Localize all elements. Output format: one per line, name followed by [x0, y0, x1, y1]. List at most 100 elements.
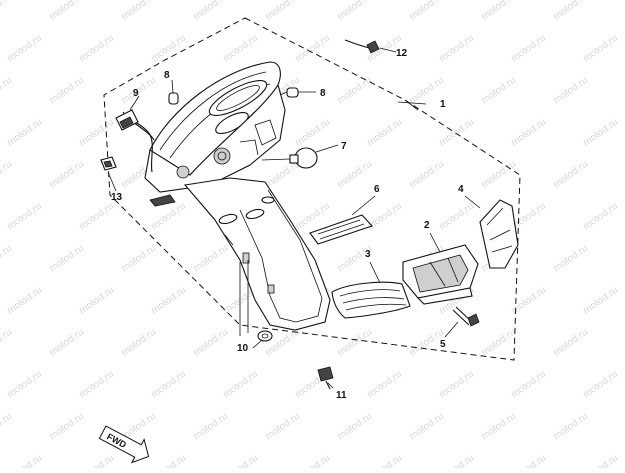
watermark-text: motod.ru — [47, 327, 86, 359]
bulb-7 — [261, 147, 318, 169]
lens-6 — [309, 214, 373, 245]
watermark-text: motod.ru — [77, 285, 116, 317]
watermark-text: motod.ru — [581, 33, 620, 65]
watermark-text: motod.ru — [47, 0, 86, 22]
watermark-text: motod.ru — [581, 369, 620, 401]
watermark-text: motod.ru — [407, 0, 446, 22]
watermark-text: motod.ru — [365, 453, 404, 468]
watermark-text: motod.ru — [551, 327, 590, 359]
watermark-text: motod.ru — [479, 159, 518, 191]
watermark-text: motod.ru — [479, 411, 518, 443]
watermark-text: motod.ru — [293, 453, 332, 468]
watermark-text: motod.ru — [479, 327, 518, 359]
watermark-text: motod.ru — [581, 453, 620, 468]
watermark-text: motod.ru — [77, 201, 116, 233]
screw-5 — [452, 306, 480, 327]
watermark-text: motod.ru — [0, 411, 14, 443]
watermark-text: motod.ru — [5, 33, 44, 65]
callout-11: 11 — [336, 390, 347, 401]
watermark-text: motod.ru — [365, 369, 404, 401]
watermark-text: motod.ru — [335, 159, 374, 191]
watermark-text: motod.ru — [5, 201, 44, 233]
bulb-8-right — [279, 87, 299, 98]
callout-4: 4 — [458, 184, 464, 195]
watermark-text: motod.ru — [509, 33, 548, 65]
callout-7: 7 — [341, 141, 347, 152]
callout-6: 6 — [374, 184, 380, 195]
watermark-text: motod.ru — [0, 0, 14, 22]
watermark-text: motod.ru — [119, 0, 158, 22]
watermark-text: motod.ru — [5, 117, 44, 149]
bulb-8-left — [168, 92, 179, 105]
watermark-text: motod.ru — [365, 117, 404, 149]
watermark-text: motod.ru — [365, 201, 404, 233]
watermark-text: motod.ru — [509, 453, 548, 468]
watermark-text: motod.ru — [47, 159, 86, 191]
callout-5: 5 — [440, 339, 446, 350]
callout-8-right: 8 — [320, 88, 326, 99]
watermark-text: motod.ru — [77, 117, 116, 149]
watermark-text: motod.ru — [191, 0, 230, 22]
lens-4 — [479, 199, 519, 269]
callout-12: 12 — [396, 48, 408, 59]
callout-9: 9 — [133, 88, 139, 99]
lamp-2 — [402, 244, 479, 305]
watermark-text: motod.ru — [191, 411, 230, 443]
watermark-text: motod.ru — [221, 33, 260, 65]
assembly-boundary — [103, 17, 521, 361]
watermark-text: motod.ru — [149, 285, 188, 317]
watermark-text: motod.ru — [551, 243, 590, 275]
callout-8-left: 8 — [164, 70, 170, 81]
watermark-text: motod.ru — [47, 243, 86, 275]
watermark-text: motod.ru — [509, 369, 548, 401]
watermark-text: motod.ru — [407, 411, 446, 443]
watermark-text: motod.ru — [149, 33, 188, 65]
watermark-text: motod.ru — [581, 117, 620, 149]
watermark-text: motod.ru — [0, 75, 14, 107]
watermark-text: motod.ru — [77, 453, 116, 468]
watermark-text: motod.ru — [221, 453, 260, 468]
grommet-10 — [257, 330, 273, 342]
watermark-text: motod.ru — [221, 369, 260, 401]
callouts: 1 2 3 4 5 6 7 8 8 9 10 11 12 13 — [111, 48, 464, 401]
watermark-text: motod.ru — [581, 201, 620, 233]
clip-13 — [100, 156, 117, 171]
watermark-text: motod.ru — [509, 117, 548, 149]
watermark-text: motod.ru — [5, 453, 44, 468]
watermark-text: motod.ru — [407, 159, 446, 191]
watermark-text: motod.ru — [0, 243, 14, 275]
leader-lines — [107, 47, 481, 389]
watermark-text: motod.ru — [551, 75, 590, 107]
watermark-text: motod.ru — [149, 369, 188, 401]
watermark-text: motod.ru — [551, 159, 590, 191]
watermark-text: motod.ru — [191, 327, 230, 359]
watermark-text: motod.ru — [149, 453, 188, 468]
screw-12 — [344, 39, 380, 54]
callout-2: 2 — [424, 220, 430, 231]
watermark-text: motod.ru — [551, 411, 590, 443]
watermark-text: motod.ru — [77, 369, 116, 401]
watermark-text: motod.ru — [437, 453, 476, 468]
watermark-text: motod.ru — [77, 33, 116, 65]
callout-1: 1 — [440, 99, 446, 110]
watermark-text: motod.ru — [263, 411, 302, 443]
watermark-text: motod.ru — [5, 285, 44, 317]
watermark-text: motod.ru — [335, 0, 374, 22]
taillight-housing — [144, 61, 331, 331]
wire-connector-9 — [115, 109, 155, 173]
watermark-text: motod.ru — [437, 201, 476, 233]
watermark-text: motod.ru — [263, 0, 302, 22]
turn-lens-3 — [331, 281, 411, 319]
callout-3: 3 — [365, 249, 371, 260]
callout-13: 13 — [111, 192, 123, 203]
bolt-11 — [317, 366, 334, 390]
watermark-text: motod.ru — [335, 411, 374, 443]
watermark-text: motod.ru — [47, 75, 86, 107]
watermark-text: motod.ru — [5, 369, 44, 401]
watermark-text: motod.ru — [0, 159, 14, 191]
watermark-text: motod.ru — [335, 327, 374, 359]
watermark-text: motod.ru — [479, 0, 518, 22]
watermark-text: motod.ru — [581, 285, 620, 317]
watermark-text: motod.ru — [551, 0, 590, 22]
